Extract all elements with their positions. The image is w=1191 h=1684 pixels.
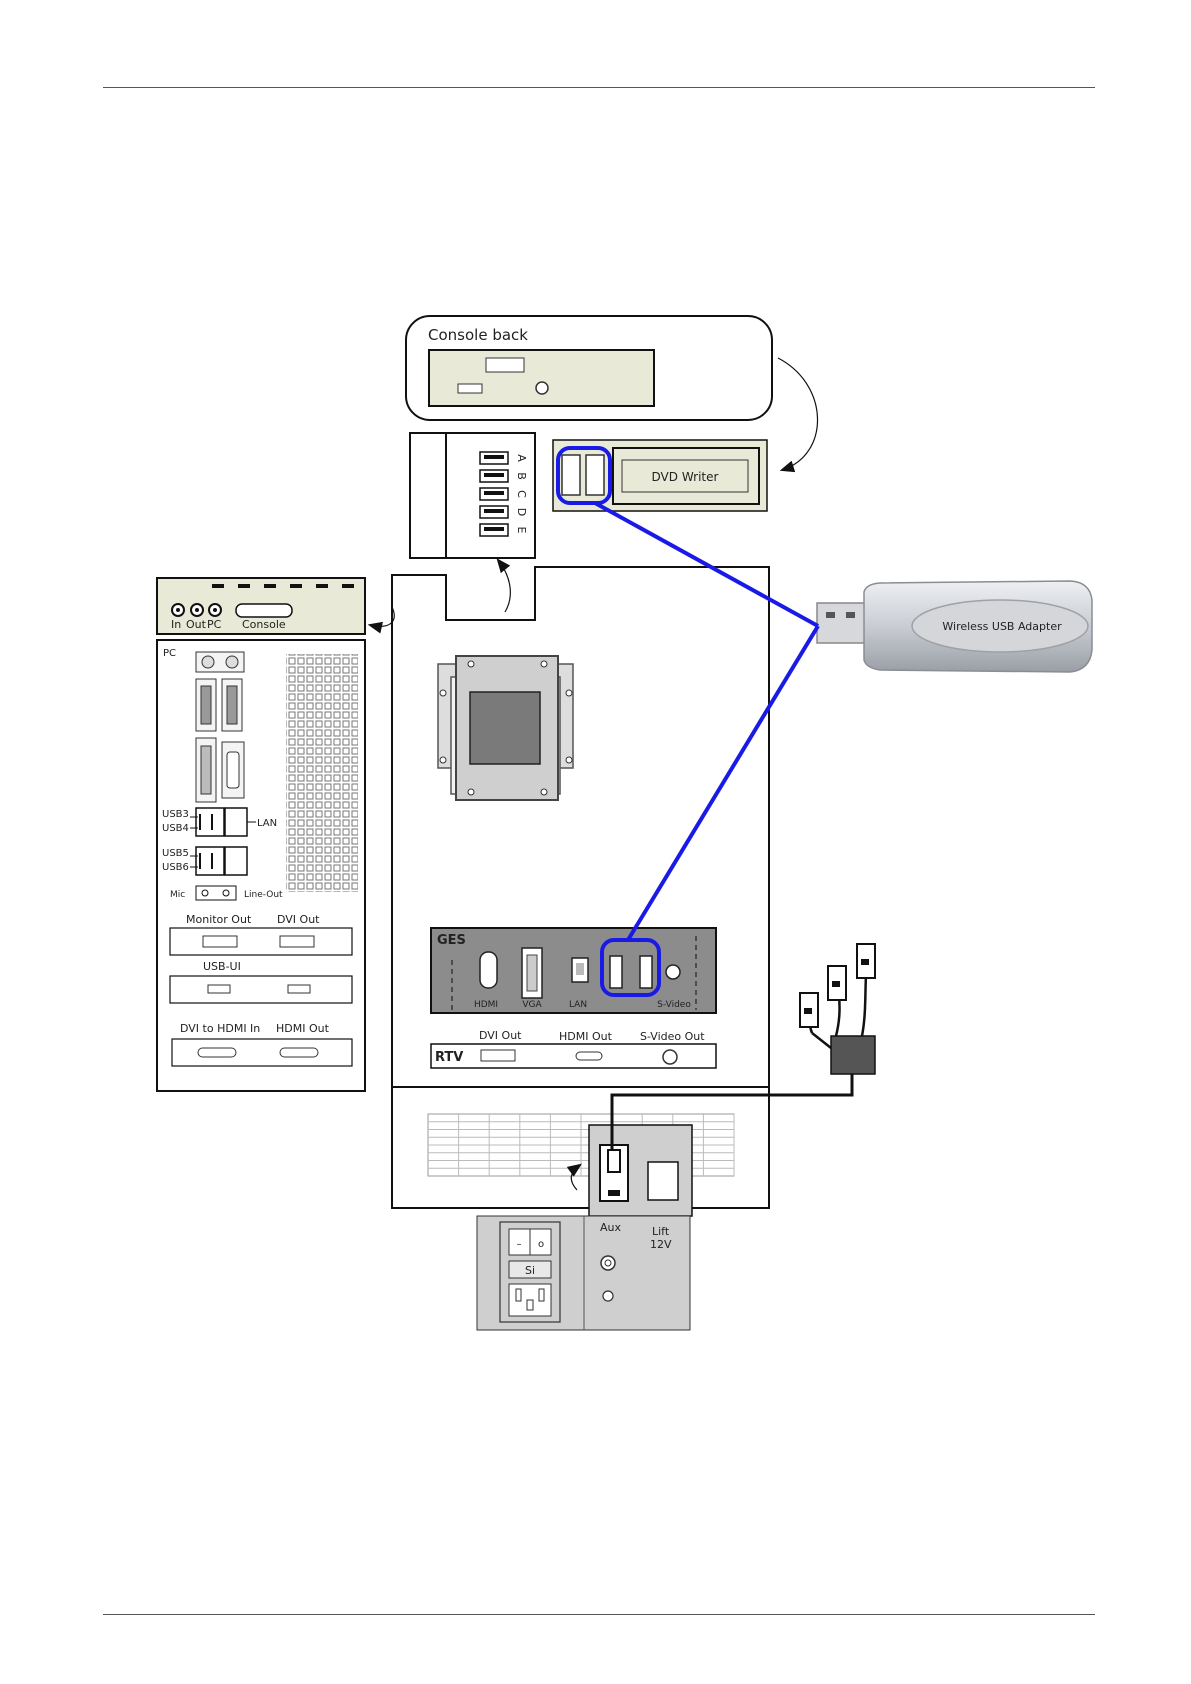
usb-port-icon	[610, 956, 622, 988]
console-body	[392, 560, 769, 1208]
console-port-label: Console	[242, 618, 286, 631]
dvd-writer-panel: DVD Writer	[553, 440, 767, 511]
usb-ui-label: USB-UI	[203, 960, 241, 973]
rtv-svideo-out-label: S-Video Out	[640, 1030, 705, 1043]
usb6-label: USB6	[162, 862, 189, 873]
usb-port-icon	[586, 455, 604, 495]
usb-port-letter: B	[515, 472, 528, 480]
usb-port-letter: E	[515, 527, 528, 534]
ges-label: GES	[437, 933, 466, 948]
dvi-connector-icon	[486, 358, 524, 372]
line-out-label: Line-Out	[244, 890, 283, 900]
audio-in-label: In	[171, 618, 181, 631]
ges-lan-label: LAN	[569, 1000, 587, 1010]
lift-voltage-label: 12V	[650, 1238, 672, 1251]
ges-hdmi-label: HDMI	[474, 1000, 498, 1010]
pc-hdmi-out-label: HDMI Out	[276, 1022, 330, 1035]
round-connector-icon	[536, 382, 548, 394]
ges-svideo-label: S-Video	[657, 1000, 691, 1010]
hdmi-port-icon	[576, 1052, 602, 1060]
switch-on-label: o	[538, 1239, 544, 1250]
usb-port-icon	[458, 384, 482, 393]
dvi-connector-icon	[481, 1050, 515, 1061]
usb3-label: USB3	[162, 809, 189, 820]
hdmi-port-icon	[280, 1048, 318, 1057]
usb-port-letter: A	[515, 454, 528, 462]
usb-hub-panel: A B C D E	[410, 433, 535, 558]
rtv-dvi-out-label: DVI Out	[479, 1029, 522, 1042]
svideo-port-icon	[666, 965, 680, 979]
usb-port-letter: C	[515, 490, 528, 498]
pc-vent-grid	[286, 654, 358, 892]
usb5-label: USB5	[162, 848, 189, 859]
audio-out-label: Out	[186, 618, 207, 631]
console-to-dvd-arrow	[778, 358, 818, 470]
wireless-usb-adapter: Wireless USB Adapter	[817, 581, 1092, 672]
pc-dvi-out-label: DVI Out	[277, 913, 320, 926]
aux-label: Aux	[600, 1221, 621, 1234]
mic-label: Mic	[170, 890, 185, 900]
fuse-label: Si	[525, 1264, 535, 1277]
usb-port-icon	[640, 956, 652, 988]
hdmi-port-icon	[480, 952, 497, 988]
usb-port-icon	[208, 985, 230, 993]
aux-connector-icon	[601, 1256, 615, 1270]
dvd-writer-label: DVD Writer	[652, 470, 719, 484]
wireless-usb-adapter-label: Wireless USB Adapter	[942, 620, 1062, 633]
lan-port-icon	[225, 808, 247, 836]
svideo-port-icon	[663, 1050, 677, 1064]
dvi-to-hdmi-in-label: DVI to HDMI In	[180, 1022, 260, 1035]
hdmi-port-icon	[198, 1048, 236, 1057]
dvi-connector-icon	[203, 936, 237, 947]
lift-label: Lift	[652, 1225, 670, 1238]
usb-port-icon	[562, 455, 580, 495]
switch-off-label: –	[517, 1239, 522, 1250]
lan-port-icon	[225, 847, 247, 875]
rtv-hdmi-out-label: HDMI Out	[559, 1030, 613, 1043]
ges-panel: GES HDMI VGA LAN S-Video	[431, 928, 716, 1013]
ges-vga-label: VGA	[522, 1000, 542, 1010]
audio-pc-label: PC	[207, 618, 222, 631]
dvi-connector-icon	[280, 936, 314, 947]
console-back-title: Console back	[428, 326, 528, 344]
pc-label: PC	[163, 648, 176, 659]
usb4-label: USB4	[162, 823, 189, 834]
lan-label: LAN	[257, 818, 277, 829]
rtv-label: RTV	[435, 1050, 463, 1065]
usb-port-icon	[288, 985, 310, 993]
usb-port-letter: D	[515, 508, 528, 516]
pc-panel: In Out PC Console PC USB3 USB4 USB5	[157, 578, 394, 1091]
lift-connector-icon	[603, 1291, 613, 1301]
monitor-out-label: Monitor Out	[186, 913, 252, 926]
